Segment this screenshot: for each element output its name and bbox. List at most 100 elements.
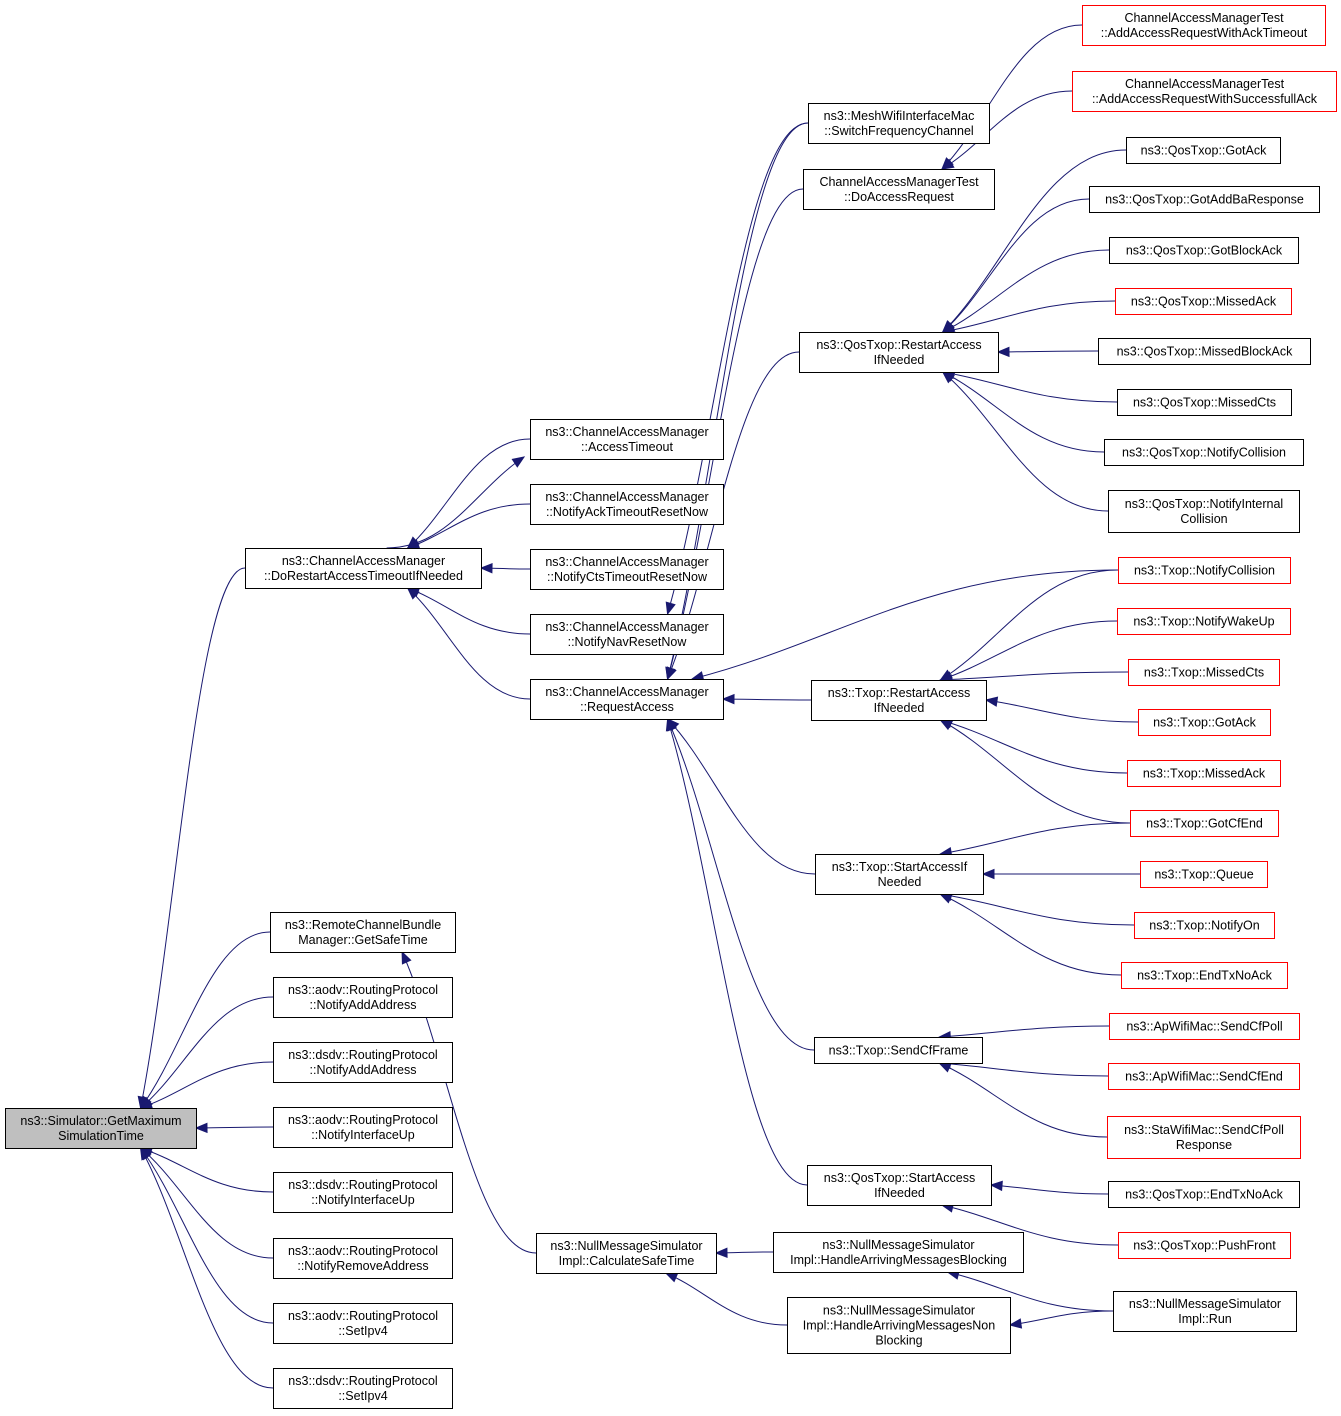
node-box [1117,389,1292,416]
node-dsdv-ipv4[interactable]: ns3::dsdv::RoutingProtocol::SetIpv4 [273,1368,453,1409]
node-qos-endtxnoack[interactable]: ns3::QosTxop::EndTxNoAck [1108,1181,1300,1208]
node-box [773,1232,1024,1273]
node-box [273,1042,453,1083]
node-box [1089,186,1320,213]
node-label-line: Manager::GetSafeTime [298,933,428,947]
node-box [1104,439,1304,466]
edge-qos-notifycollision-to-qos-restart [942,371,1105,453]
node-txop-notifycollision[interactable]: ns3::Txop::NotifyCollision [1118,557,1291,584]
node-dsdv-add[interactable]: ns3::dsdv::RoutingProtocol::NotifyAddAdd… [273,1042,453,1083]
node-qos-notifycollision[interactable]: ns3::QosTxop::NotifyCollision [1104,439,1304,466]
node-box [1109,237,1299,264]
node-camt-ack-timeout[interactable]: ChannelAccessManagerTest::AddAccessReque… [1082,5,1326,46]
node-cam-request[interactable]: ns3::ChannelAccessManager::RequestAccess [530,679,724,720]
node-txop-sendcf[interactable]: ns3::Txop::SendCfFrame [814,1037,983,1064]
node-qos-gotaddba[interactable]: ns3::QosTxop::GotAddBaResponse [1089,186,1320,213]
node-txop-queue[interactable]: ns3::Txop::Queue [1140,861,1268,888]
edge-qos-missedblockack-to-qos-restart [997,350,1099,353]
node-box [808,103,990,144]
edge-arrowhead [981,868,995,880]
node-txop-gotack[interactable]: ns3::Txop::GotAck [1138,709,1271,736]
node-box [530,679,724,720]
node-cam-access-timeout[interactable]: ns3::ChannelAccessManager::AccessTimeout [530,419,724,460]
node-nms-block[interactable]: ns3::NullMessageSimulatorImpl::HandleArr… [773,1232,1024,1273]
node-box [530,549,724,590]
edge-arrowhead [139,1146,151,1161]
node-txop-notifyon[interactable]: ns3::Txop::NotifyOn [1134,912,1275,939]
node-qos-pushfront[interactable]: ns3::QosTxop::PushFront [1118,1232,1291,1259]
node-label-line: IfNeeded [874,701,925,715]
node-box [799,332,999,373]
node-box [273,1172,453,1213]
edge-txop-notifyon-to-txop-start [940,893,1135,926]
node-box [1108,1181,1300,1208]
node-ap-sendcfpoll[interactable]: ns3::ApWifiMac::SendCfPoll [1109,1013,1300,1040]
node-qos-gotblockack[interactable]: ns3::QosTxop::GotBlockAck [1109,237,1299,264]
node-qos-missedblockack[interactable]: ns3::QosTxop::MissedBlockAck [1098,338,1311,365]
edge-arrowhead [938,1062,952,1073]
node-cam-nav-reset[interactable]: ns3::ChannelAccessManager::NotifyNavRese… [530,614,724,655]
node-box [803,169,995,210]
node-label-line: Blocking [875,1334,922,1348]
node-cam-cts-reset[interactable]: ns3::ChannelAccessManager::NotifyCtsTime… [530,549,724,590]
node-label-line: ns3::ChannelAccessManager [545,490,708,504]
node-cam-restart[interactable]: ns3::ChannelAccessManager::DoRestartAcce… [245,548,482,589]
node-camt-success-ack[interactable]: ChannelAccessManagerTest::AddAccessReque… [1072,71,1337,112]
node-label-line: ChannelAccessManagerTest [819,175,979,189]
node-aodv-ipv4[interactable]: ns3::aodv::RoutingProtocol::SetIpv4 [273,1303,453,1344]
node-txop-gotcfend[interactable]: ns3::Txop::GotCfEnd [1130,810,1279,837]
node-cam-ack-reset[interactable]: ns3::ChannelAccessManager::NotifyAckTime… [530,484,724,525]
nodes-layer: ns3::Simulator::GetMaximumSimulationTime… [5,5,1337,1409]
node-aodv-up[interactable]: ns3::aodv::RoutingProtocol::NotifyInterf… [273,1107,453,1148]
node-txop-endtxnoack[interactable]: ns3::Txop::EndTxNoAck [1121,962,1288,989]
node-label-line: ns3::NullMessageSimulator [1129,1297,1281,1311]
node-box [1082,5,1326,46]
node-qos-missedcts[interactable]: ns3::QosTxop::MissedCts [1117,389,1292,416]
node-txop-notifywakeup[interactable]: ns3::Txop::NotifyWakeUp [1117,608,1291,635]
node-box [787,1297,1011,1354]
node-txop-missedcts[interactable]: ns3::Txop::MissedCts [1128,659,1280,686]
edge-qos-pushfront-to-qos-start [941,1204,1119,1246]
edge-arrowhead [714,1247,728,1259]
node-dsdv-up[interactable]: ns3::dsdv::RoutingProtocol::NotifyInterf… [273,1172,453,1213]
node-label-line: ns3::Simulator::GetMaximum [20,1114,181,1128]
edge-txop-missedack-to-txop-restart [940,719,1128,774]
edge-arrowhead [984,696,999,707]
edge-dsdv-up-to-root [140,1147,274,1193]
node-qos-missedack[interactable]: ns3::QosTxop::MissedAck [1115,288,1292,315]
node-label-line: ns3::Txop::MissedCts [1144,666,1264,680]
node-label-line: ::NotifyCtsTimeoutResetNow [547,570,708,584]
node-aodv-remove[interactable]: ns3::aodv::RoutingProtocol::NotifyRemove… [273,1238,453,1279]
node-label-line: ns3::QosTxop::EndTxNoAck [1125,1188,1283,1202]
node-qos-gotack[interactable]: ns3::QosTxop::GotAck [1126,137,1281,164]
edge-nms-nonblock-to-nms-calc [665,1272,788,1326]
node-label-line: ::SwitchFrequencyChannel [824,124,973,138]
node-label-line: ::RequestAccess [580,700,674,714]
node-label-line: ::SetIpv4 [338,1324,387,1338]
edge-qos-start-to-cam-request [667,718,808,1186]
edge-aodv-add-to-root [140,996,274,1109]
node-box [1109,1013,1300,1040]
node-box [530,614,724,655]
node-ap-sendcfend[interactable]: ns3::ApWifiMac::SendCfEnd [1108,1063,1300,1090]
node-txop-missedack[interactable]: ns3::Txop::MissedAck [1127,760,1281,787]
edges-layer [137,24,1140,1389]
node-label-line: ::NotifyAddAddress [310,1063,417,1077]
node-aodv-add[interactable]: ns3::aodv::RoutingProtocol::NotifyAddAdd… [273,977,453,1018]
node-nms-calc[interactable]: ns3::NullMessageSimulatorImpl::Calculate… [536,1233,717,1274]
node-nms-nonblock[interactable]: ns3::NullMessageSimulatorImpl::HandleArr… [787,1297,1011,1354]
node-label-line: IfNeeded [874,1186,925,1200]
node-mesh-switch[interactable]: ns3::MeshWifiInterfaceMac::SwitchFrequen… [808,103,990,144]
node-remote-safe[interactable]: ns3::RemoteChannelBundleManager::GetSafe… [270,912,456,953]
node-camt-do[interactable]: ChannelAccessManagerTest::DoAccessReques… [803,169,995,210]
node-label-line: ns3::dsdv::RoutingProtocol [288,1374,437,1388]
